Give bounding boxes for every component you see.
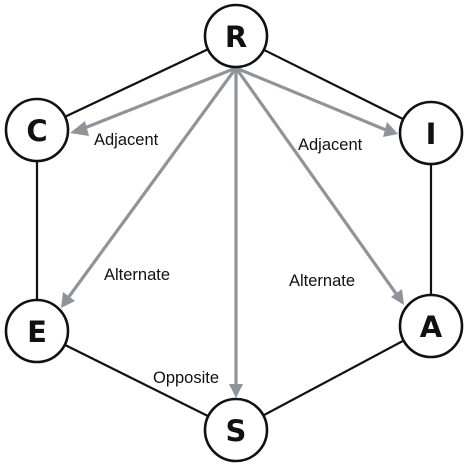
node-r-letter: R	[225, 20, 247, 54]
arrow-line-r-i	[235, 66, 387, 132]
label-adjacent-left: Adjacent	[94, 131, 159, 149]
label-alternate-left: Alternate	[104, 266, 170, 284]
node-c: C	[4, 97, 70, 163]
node-e-letter: E	[27, 315, 47, 349]
node-c-circle	[4, 97, 70, 163]
edge-a-s	[235, 325, 432, 431]
node-i-circle	[398, 100, 464, 166]
arrow-line-r-a	[234, 67, 399, 296]
label-alternate-right: Alternate	[289, 272, 355, 290]
node-e: E	[4, 298, 70, 364]
arrow-head-c	[70, 121, 89, 136]
label-opposite: Opposite	[153, 369, 219, 387]
node-r-circle	[203, 3, 269, 69]
node-i-letter: I	[426, 117, 437, 151]
arrow-head-e	[61, 292, 75, 308]
node-i: I	[398, 100, 464, 166]
label-adjacent-right: Adjacent	[298, 136, 363, 154]
arrow-head-i	[383, 122, 398, 137]
node-c-letter: C	[26, 114, 47, 148]
arrow-head-a	[391, 289, 404, 305]
node-a-letter: A	[420, 310, 443, 344]
edge-r-i	[235, 35, 432, 134]
node-s-circle	[203, 397, 269, 463]
hexagon-edges	[35, 35, 433, 431]
node-a-circle	[398, 293, 464, 359]
arrow-line-r-e	[66, 67, 238, 299]
arrow-line-r-c	[81, 66, 237, 131]
edge-r-c	[36, 35, 237, 131]
relation-arrows	[61, 66, 404, 398]
node-e-circle	[4, 298, 70, 364]
edge-e-s	[36, 330, 237, 431]
node-r: R	[203, 3, 269, 69]
arrow-head-s	[229, 384, 243, 398]
relation-labels: Adjacent Adjacent Alternate Alternate Op…	[94, 131, 363, 387]
node-s-letter: S	[226, 414, 247, 448]
node-s: S	[203, 397, 269, 463]
node-a: A	[398, 293, 464, 359]
